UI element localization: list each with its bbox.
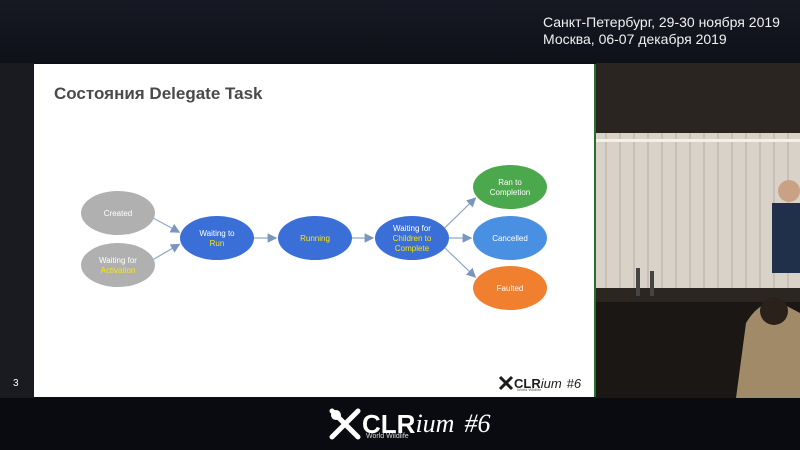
footer-bar (0, 398, 800, 450)
tools-icon (498, 375, 514, 391)
left-strip (0, 63, 34, 398)
state-node-running: Running (278, 216, 352, 260)
conference-room-scene (596, 63, 800, 398)
event-info: Санкт-Петербург, 29-30 ноября 2019 Москв… (543, 14, 780, 48)
footer-logo-clr: CLR (362, 408, 416, 439)
state-node-created: Created (81, 191, 155, 235)
slide-logo-ium: ium (540, 375, 562, 391)
state-shape-faulted (473, 266, 547, 310)
edge-waiting-activation-to-waiting-run (153, 243, 181, 260)
speaker-camera-view (596, 63, 800, 398)
state-label-cancelled: Cancelled (492, 234, 528, 243)
state-shape-created (81, 191, 155, 235)
edge-created-to-waiting-run (153, 217, 181, 233)
state-label-ran-completion: Ran to (498, 178, 522, 187)
state-shape-running (278, 216, 352, 260)
edge-waiting-children-to-faulted (444, 247, 477, 278)
state-shape-waiting-children (375, 216, 449, 260)
footer-logo-ium: ium (415, 409, 455, 438)
slide-logo-clr: CLR (514, 375, 541, 391)
state-label-running: Running (300, 234, 330, 243)
state-shape-waiting-run (180, 216, 254, 260)
slide-logo-num: #6 (566, 375, 582, 391)
state-label-waiting-children: Complete (395, 244, 430, 253)
state-label-waiting-run: Run (210, 239, 225, 248)
state-node-cancelled: Cancelled (473, 216, 547, 260)
state-label-waiting-children: Children to (393, 234, 432, 243)
state-label-ran-completion: Completion (490, 188, 530, 197)
tools-icon (329, 408, 361, 440)
state-shape-ran-completion (473, 165, 547, 209)
state-label-waiting-run: Waiting to (199, 229, 235, 238)
event-line-spb: Санкт-Петербург, 29-30 ноября 2019 (543, 14, 780, 30)
state-label-waiting-activation: Activation (101, 266, 136, 275)
state-label-created: Created (104, 209, 132, 218)
state-shape-cancelled (473, 216, 547, 260)
state-label-waiting-activation: Waiting for (99, 256, 137, 265)
edge-waiting-children-to-ran-completion (444, 197, 477, 229)
footer-logo-sub: World Wildlife (366, 433, 409, 440)
state-label-waiting-children: Waiting for (393, 224, 431, 233)
state-node-faulted: Faulted (473, 266, 547, 310)
slide-logo-sub: World Wildlife (517, 387, 542, 392)
footer-logo-num: #6 (464, 409, 491, 438)
slide-title: Состояния Delegate Task (54, 84, 263, 103)
state-label-faulted: Faulted (497, 284, 524, 293)
event-line-msk: Москва, 06-07 декабря 2019 (543, 31, 727, 47)
slide-number: 3 (13, 378, 19, 389)
state-shape-waiting-activation (81, 243, 155, 287)
event-header: Санкт-Петербург, 29-30 ноября 2019 Москв… (0, 0, 800, 63)
